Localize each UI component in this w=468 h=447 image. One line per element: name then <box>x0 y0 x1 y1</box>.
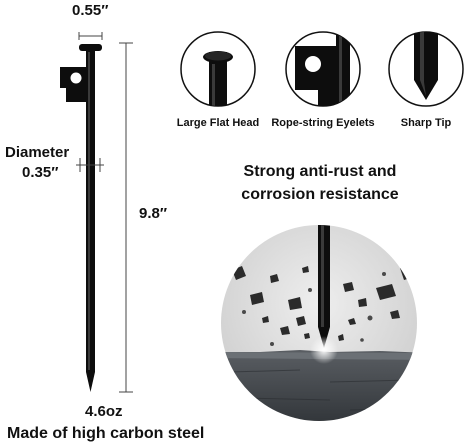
stake-shaft <box>86 50 95 372</box>
anti-rust-demo <box>221 225 417 421</box>
detail-label-eyelet: Rope-string Eyelets <box>271 117 375 129</box>
tent-stake <box>60 44 102 392</box>
feature-headline: Strong anti-rust and corrosion resistanc… <box>225 160 415 206</box>
feature-headline-line1: Strong anti-rust and <box>243 163 397 180</box>
head-width-label: 0.55″ <box>72 2 109 19</box>
feature-headline-line2: corrosion resistance <box>241 186 399 203</box>
weight-label: 4.6oz <box>85 403 123 420</box>
eyelet-hole <box>70 72 82 84</box>
detail-flat-head <box>180 31 256 107</box>
detail-label-sharp-tip: Sharp Tip <box>400 117 452 129</box>
length-label: 9.8″ <box>139 205 168 222</box>
eyelet-hook <box>60 67 88 102</box>
dimension-lines <box>76 32 133 393</box>
detail-sharp-tip <box>388 31 464 107</box>
detail-eyelet <box>285 31 361 107</box>
diameter-value: 0.35″ <box>22 164 59 181</box>
diameter-label: Diameter <box>5 144 70 161</box>
material-label: Made of high carbon steel <box>7 425 205 442</box>
stake-head <box>79 44 102 51</box>
stake-tip <box>86 372 95 392</box>
detail-label-flat-head: Large Flat Head <box>176 117 260 129</box>
